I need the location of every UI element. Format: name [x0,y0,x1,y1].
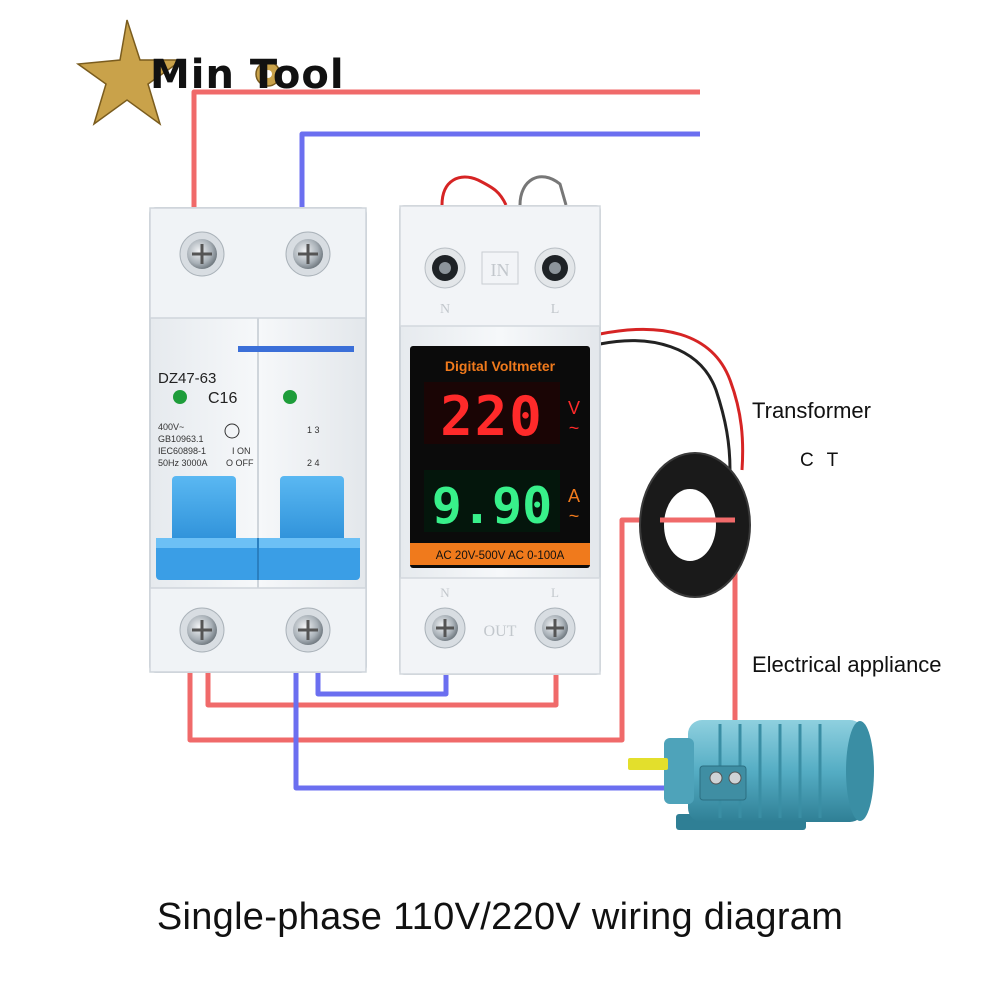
meter-n-label-top: N [440,302,450,317]
screw-terminal-icon [179,231,225,277]
neutral-breaker-to-meter-wire [315,662,449,697]
neutral-supply-wire [299,131,700,210]
meter-gray-lead [518,175,568,206]
ct-lead-red [599,327,745,471]
screw-terminal-icon [534,247,576,289]
ct-lead-black [599,339,732,471]
breaker-spec-block: 400V~ GB10963.1 IEC60898-1 50Hz 3000A I … [158,422,320,468]
screw-terminal-icon [534,607,576,649]
breaker-spec-line: IEC60898-1 [158,446,206,456]
meter-range: AC 20V-500V AC 0-100A [436,550,565,562]
star-logo-icon [75,19,185,126]
screw-terminal-icon [424,607,466,649]
screw-terminal-icon [424,247,466,289]
current-transformer-ring [639,452,751,598]
screw-terminal-icon [179,607,225,653]
voltage-unit: V [568,398,580,418]
brand-logo [75,19,281,126]
transformer-label: Transformer [752,398,871,423]
screw-terminal-icon [285,607,331,653]
motor-shaft [628,758,668,770]
meter-range-band [410,543,590,565]
breaker-indicator-right [283,390,297,404]
breaker-pole-top: 1 3 [307,425,320,435]
meter-l-label-top: L [551,302,560,317]
meter-in-label: IN [491,260,510,280]
gear-icon [255,61,281,87]
meter-red-lead [440,175,508,206]
breaker-indicator-left [173,390,187,404]
ct-label: C T [800,450,843,471]
appliance-label: Electrical appliance [752,652,942,677]
breaker-switch-off: O OFF [226,458,254,468]
brand-name: Min Tool [150,52,345,98]
current-tilde: ~ [569,506,580,526]
live-supply-wire [191,89,700,210]
meter-title: Digital Voltmeter [445,358,556,374]
breaker-spec-line: 400V~ [158,422,184,432]
voltage-tilde: ~ [569,418,580,438]
breaker-pole-bottom: 2 4 [307,458,320,468]
live-breaker-to-meter-wire [205,662,559,708]
screw-terminal-icon [285,231,331,277]
breaker-rating: C16 [208,390,237,407]
circuit-breaker: DZ47-63 C16 400V~ GB10963.1 IEC60898-1 5… [149,207,367,673]
current-reading: 9.90 [432,477,552,535]
meter-out-label: OUT [484,623,517,640]
electric-motor [628,720,874,830]
diagram-caption: Single-phase 110V/220V wiring diagram [156,896,844,938]
current-unit: A [568,486,580,506]
meter-l-label-bottom: L [551,585,559,600]
digital-meter: IN N L Digital Voltmeter 220 V ~ 9.90 A … [399,205,601,675]
voltage-reading: 220 [440,385,544,448]
breaker-switch-on: I ON [232,446,251,456]
meter-n-label-bottom: N [440,585,450,600]
wires [187,89,745,791]
certification-mark-icon [224,423,240,439]
breaker-model: DZ47-63 [158,370,216,387]
breaker-spec-line: 50Hz 3000A [158,458,208,468]
breaker-handle [156,476,360,580]
breaker-spec-line: GB10963.1 [158,434,204,444]
